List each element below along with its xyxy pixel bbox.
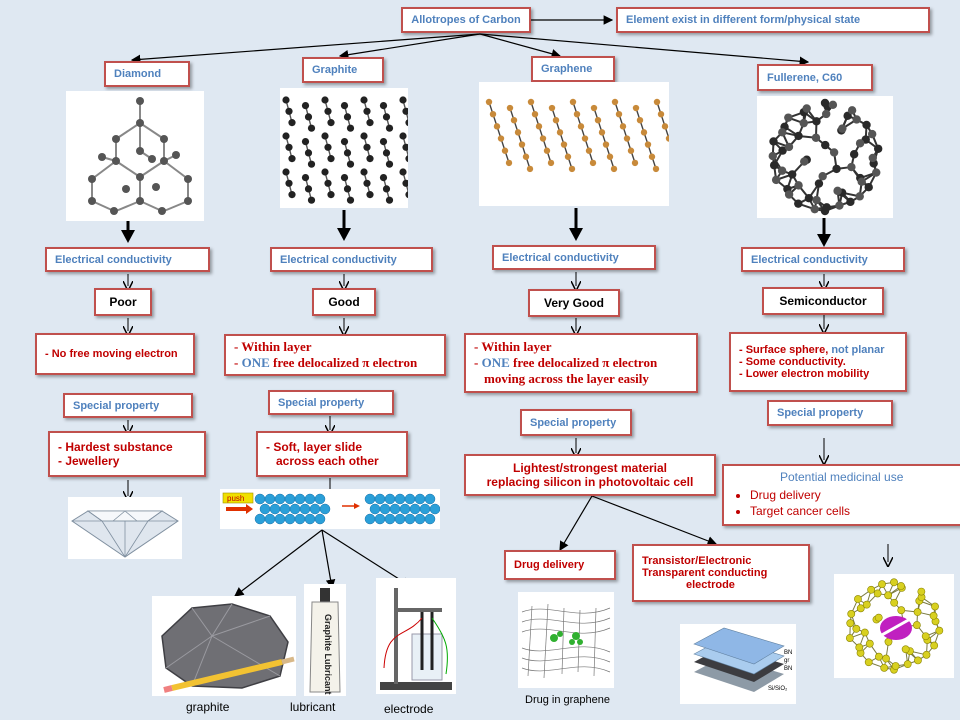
graphene-reason-prefix: - <box>474 355 482 370</box>
graphene-reason-one: ONE <box>481 355 510 370</box>
graphene-name-box: Graphene <box>531 56 615 82</box>
diamond-special-label-box: Special property <box>63 393 193 418</box>
graphene-special-box: Lightest/strongest material replacing si… <box>464 454 716 496</box>
transistor-line: electrode <box>686 579 735 591</box>
diamond-special-line: - Jewellery <box>58 454 120 468</box>
fullerene-reason-box: - Surface sphere, not planar - Some cond… <box>729 332 907 392</box>
lubricant-tube-image: Graphite Lubricant <box>304 584 346 696</box>
fullerene-special-label-box: Special property <box>767 400 893 426</box>
graphene-reason-line: - Within layer <box>474 339 552 354</box>
graphene-special-line: replacing silicon in photovoltaic cell <box>486 475 694 489</box>
graphene-reason-rest: free delocalized π electron <box>509 355 658 370</box>
fullerene-conductivity-label-box: Electrical conductivity <box>741 247 905 272</box>
transistor-box: Transistor/Electronic Transparent conduc… <box>632 544 810 602</box>
drug-delivery-label: Drug delivery <box>514 559 585 571</box>
graphene-conductivity: Very Good <box>543 296 605 310</box>
lubricant-use-label: lubricant <box>290 700 336 714</box>
graphene-special-label: Special property <box>530 416 617 429</box>
definition-box: Element exist in different form/physical… <box>616 7 930 33</box>
graphene-name: Graphene <box>541 63 593 75</box>
graphene-conductivity-label: Electrical conductivity <box>502 251 619 264</box>
graphene-special-line: Lightest/strongest material <box>512 461 668 475</box>
diamond-special-box: - Hardest substance - Jewellery <box>48 431 206 477</box>
title-box: Allotropes of Carbon <box>401 7 531 33</box>
fullerene-conductivity-box: Semiconductor <box>762 287 884 315</box>
graphite-special-label: Special property <box>278 396 365 409</box>
diamond-structure-image <box>66 91 204 221</box>
stack-label: gr <box>784 658 789 664</box>
transistor-stack-image: BN gr BN Si/SiO₂ <box>680 624 796 704</box>
diamond-name: Diamond <box>114 68 162 80</box>
graphite-layer-slide-image: push <box>220 489 441 529</box>
graphene-special-label-box: Special property <box>520 409 632 436</box>
electrode-apparatus-image <box>376 578 456 694</box>
graphene-conductivity-box: Very Good <box>528 289 620 317</box>
drug-in-graphene-caption: Drug in graphene <box>525 694 611 706</box>
transistor-line: Transistor/Electronic <box>642 555 752 567</box>
drug-in-graphene-image <box>518 592 614 688</box>
fullerene-reason-line: - Lower electron mobility <box>739 368 870 380</box>
medicinal-use-box: Potential medicinal use Drug delivery Ta… <box>722 464 960 526</box>
diamond-conductivity-label: Electrical conductivity <box>55 253 172 266</box>
graphite-reason-line: - Within layer <box>234 339 312 354</box>
graphite-conductivity-label-box: Electrical conductivity <box>270 247 433 272</box>
graphene-reason-box: - Within layer - ONE free delocalized π … <box>464 333 698 393</box>
diamond-conductivity-label-box: Electrical conductivity <box>45 247 210 272</box>
graphite-name-box: Graphite <box>302 57 384 83</box>
fullerene-structure-image <box>757 96 893 218</box>
graphite-conductivity: Good <box>328 295 360 309</box>
medicinal-title: Potential medicinal use <box>780 470 904 484</box>
drug-delivery-box: Drug delivery <box>504 550 616 580</box>
medicinal-item: Target cancer cells <box>750 504 850 518</box>
fullerene-reason-not-planar: not planar <box>831 344 885 356</box>
fullerene-conductivity: Semiconductor <box>779 294 867 308</box>
fullerene-name-box: Fullerene, C60 <box>757 64 873 91</box>
definition-text: Element exist in different form/physical… <box>626 14 861 26</box>
diamond-conductivity: Poor <box>109 295 137 309</box>
graphite-special-label-box: Special property <box>268 390 394 415</box>
graphite-reason-prefix: - <box>234 355 242 370</box>
fullerene-name: Fullerene, C60 <box>767 71 843 84</box>
diamond-reason: - No free moving electron <box>45 348 178 360</box>
graphite-name: Graphite <box>312 64 358 76</box>
tube-text: Graphite Lubricant <box>323 614 333 695</box>
fullerene-reason-prefix: - Surface sphere, <box>739 344 832 356</box>
medicinal-item: Drug delivery <box>750 488 850 502</box>
graphene-conductivity-label-box: Electrical conductivity <box>492 245 656 270</box>
fullerene-special-label: Special property <box>777 407 864 419</box>
graphite-special-line: - Soft, layer slide <box>266 440 363 454</box>
diamond-special-line: - Hardest substance <box>58 440 173 454</box>
graphite-reason-box: - Within layer - ONE free delocalized π … <box>224 334 446 376</box>
graphite-conductivity-label: Electrical conductivity <box>280 253 397 266</box>
stack-label: Si/SiO₂ <box>768 686 788 692</box>
push-label: push <box>227 494 244 503</box>
graphite-rock-image <box>152 596 296 696</box>
graphite-reason-one: ONE <box>241 355 270 370</box>
graphite-structure-image <box>280 88 452 208</box>
diamond-reason-box: - No free moving electron <box>35 333 195 375</box>
fullerene-conductivity-label: Electrical conductivity <box>751 253 868 266</box>
electrode-use-label: electrode <box>384 702 434 716</box>
diamond-gem-image <box>68 497 182 559</box>
diamond-conductivity-box: Poor <box>94 288 152 316</box>
medicinal-list: Drug delivery Target cancer cells <box>732 486 850 520</box>
graphite-special-line: across each other <box>276 454 379 468</box>
title-text: Allotropes of Carbon <box>411 14 521 26</box>
stack-label: BN <box>784 666 792 672</box>
diamond-special-label: Special property <box>73 399 160 412</box>
graphene-reason-line: moving across the layer easily <box>484 371 649 386</box>
diamond-name-box: Diamond <box>104 61 190 87</box>
fullerene-drug-image <box>834 574 954 678</box>
fullerene-reason-line: - Some conductivity. <box>739 356 846 368</box>
stack-label: BN <box>784 650 792 656</box>
graphite-conductivity-box: Good <box>312 288 376 316</box>
transistor-line: Transparent conducting <box>642 567 768 579</box>
graphene-structure-image <box>479 82 744 206</box>
graphite-special-box: - Soft, layer slide across each other <box>256 431 408 477</box>
graphite-use-label: graphite <box>186 700 230 714</box>
graphite-reason-rest: free delocalized π electron <box>269 355 418 370</box>
